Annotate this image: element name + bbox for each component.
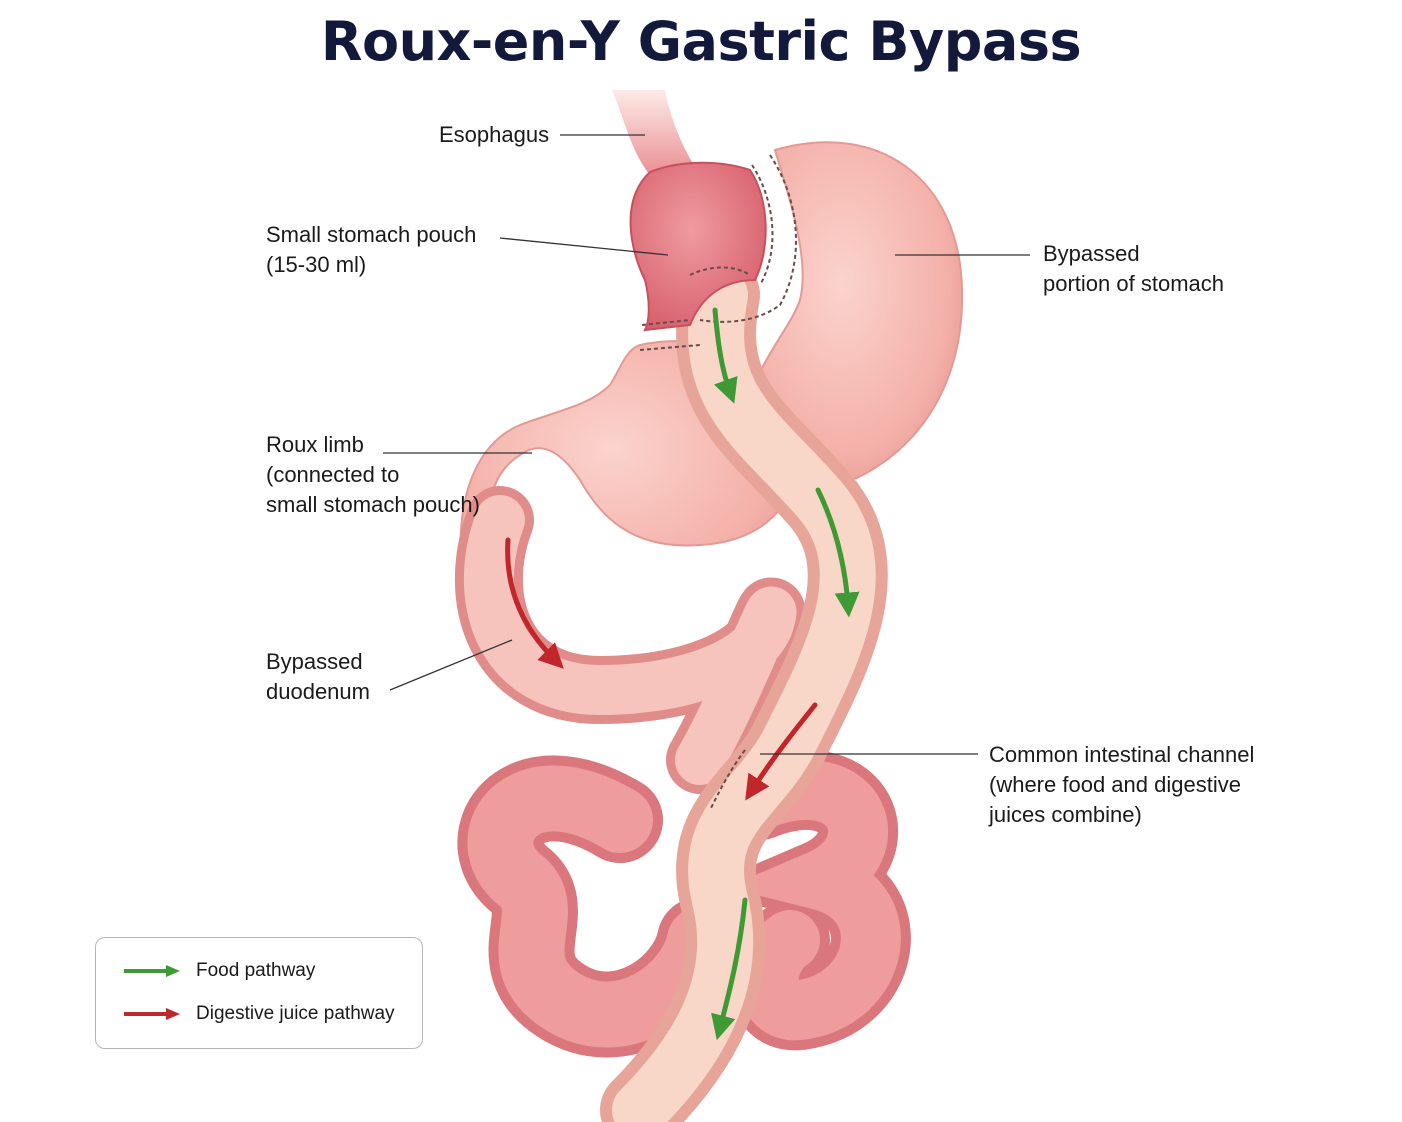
legend: Food pathway Digestive juice pathway: [95, 937, 423, 1049]
legend-food: Food pathway: [122, 958, 315, 984]
label-duodenum: Bypassed duodenum: [266, 647, 370, 707]
label-duodenum-line1: Bypassed: [266, 649, 363, 674]
label-esophagus: Esophagus: [439, 120, 549, 150]
juice-arrows: [505, 537, 818, 801]
legend-juice: Digestive juice pathway: [122, 1001, 395, 1027]
label-esophagus-text: Esophagus: [439, 122, 550, 147]
label-bypassed-stomach: Bypassed portion of stomach: [1043, 239, 1224, 299]
food-arrows: [711, 307, 860, 1041]
stomach-pouch: [629, 161, 767, 332]
staple-lines: [639, 154, 797, 811]
red-arrow-icon: [124, 1008, 180, 1020]
label-common-channel: Common intestinal channel (where food an…: [989, 740, 1254, 830]
label-common-channel-line2: (where food and digestive: [989, 772, 1241, 797]
esophagus: [612, 90, 700, 175]
label-common-channel-line3: juices combine): [989, 802, 1142, 827]
label-roux-limb-line1: Roux limb: [266, 432, 364, 457]
label-stomach-pouch-line1: Small stomach pouch: [266, 222, 477, 247]
leader-lines: [383, 134, 1030, 755]
label-stomach-pouch-line2: (15-30 ml): [266, 252, 367, 277]
label-duodenum-line2: duodenum: [266, 679, 370, 704]
legend-juice-label: Digestive juice pathway: [196, 1003, 395, 1024]
label-roux-limb-line3: small stomach pouch): [266, 492, 480, 517]
label-bypassed-stomach-line1: Bypassed: [1043, 241, 1140, 266]
label-common-channel-line1: Common intestinal channel: [989, 742, 1255, 767]
label-roux-limb: Roux limb (connected to small stomach po…: [266, 430, 480, 520]
label-stomach-pouch: Small stomach pouch (15-30 ml): [266, 220, 476, 280]
green-arrow-icon: [124, 965, 180, 977]
diagram-title: Roux-en-Y Gastric Bypass: [320, 10, 1082, 73]
label-bypassed-stomach-line2: portion of stomach: [1043, 271, 1224, 296]
legend-food-label: Food pathway: [196, 960, 316, 981]
small-intestine-loops: [457, 750, 911, 1058]
label-roux-limb-line2: (connected to: [266, 462, 400, 487]
